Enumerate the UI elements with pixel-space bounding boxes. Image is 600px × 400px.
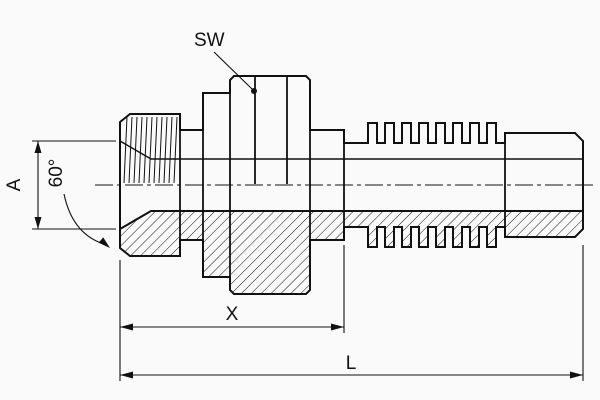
- label-overall-length-l: L: [346, 353, 357, 374]
- thread-lines: [123, 116, 178, 184]
- hex-edge-lines: [254, 77, 288, 184]
- label-seat-diameter-a: A: [4, 178, 25, 191]
- sw-callout: SW: [194, 30, 257, 94]
- fitting-outline: [119, 75, 584, 295]
- cone-angle-callout: 60°: [46, 159, 110, 248]
- a-arrow-up: [34, 141, 42, 153]
- sw-leader-dot: [251, 88, 257, 94]
- cone-angle-arrow: [98, 237, 110, 248]
- cone-angle-leader: [63, 193, 102, 244]
- x-arrow-left: [120, 323, 133, 331]
- dimension-l: L: [120, 245, 584, 381]
- x-arrow-right: [331, 323, 344, 331]
- label-cutoff-length-x: X: [226, 304, 239, 325]
- sw-leader-line: [213, 51, 253, 90]
- l-arrow-left: [120, 371, 133, 379]
- section-hatch-area: [120, 211, 583, 294]
- step-edge-lines: [179, 93, 506, 277]
- label-wrench-size-sw: SW: [194, 30, 225, 51]
- label-cone-angle: 60°: [46, 159, 67, 188]
- dimension-a: A: [4, 140, 116, 230]
- l-arrow-right: [570, 371, 583, 379]
- dimension-x: X: [119, 245, 345, 381]
- a-arrow-down: [34, 217, 42, 229]
